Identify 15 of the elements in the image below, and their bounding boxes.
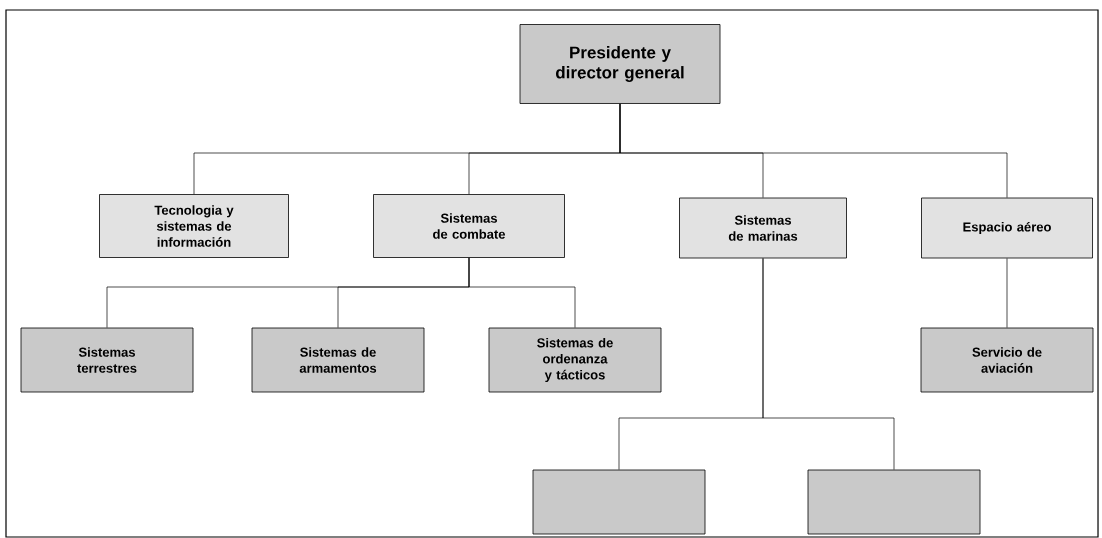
unit-box: Sistemas terrestres — [20, 327, 194, 393]
unit-box: Espacio aéreo — [921, 197, 1093, 259]
unit-box — [532, 469, 706, 535]
unit-box: Sistemas de ordenanza y tácticos — [488, 327, 662, 393]
title-box: Presidente y director general — [519, 24, 721, 104]
unit-box: Tecnologia y sistemas de información — [99, 194, 289, 258]
unit-box — [807, 469, 981, 535]
unit-box: Sistemas de marinas — [679, 197, 847, 259]
connector-line — [619, 103, 1008, 198]
connector-line — [762, 258, 895, 470]
connector-line — [468, 257, 576, 328]
unit-box: Servicio de aviación — [920, 327, 1094, 393]
connector-line — [1006, 258, 1008, 328]
unit-box: Sistemas de armamentos — [251, 327, 425, 393]
unit-box: Sistemas de combate — [373, 194, 565, 258]
